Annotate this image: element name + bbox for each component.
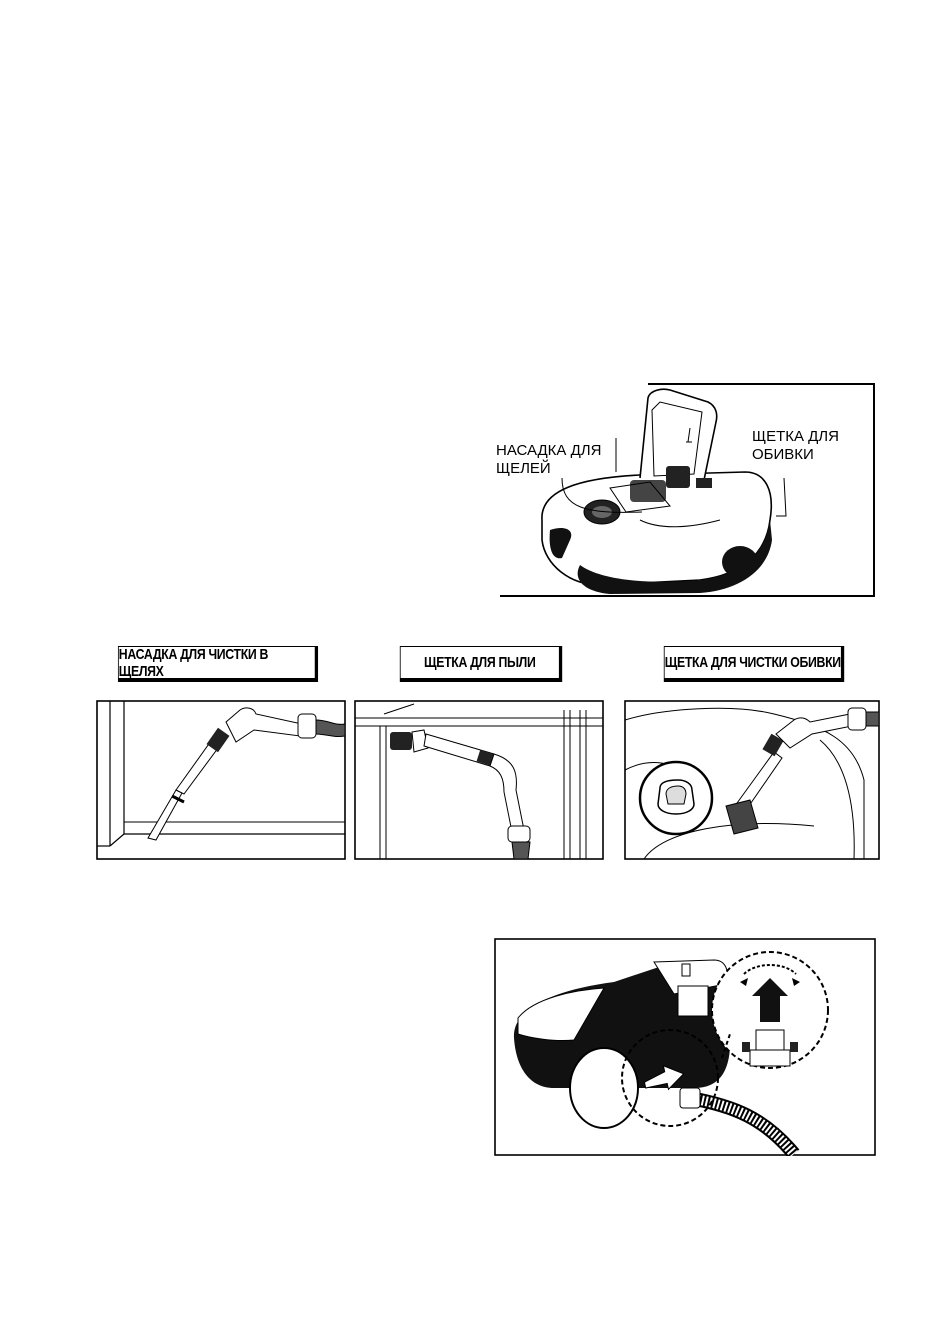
upholstery-brush-panel [624, 700, 880, 860]
dust-brush-panel [354, 700, 604, 860]
crevice-tool-label: НАСАДКА ДЛЯ ЧИСТКИ В ЩЕЛЯХ [118, 646, 318, 682]
crevice-tool-callout-line2: ЩЕЛЕЙ [496, 460, 601, 478]
upholstery-brush-callout: ЩЕТКА ДЛЯ ОБИВКИ [752, 428, 839, 464]
upholstery-brush-label-text: ЩЕТКА ДЛЯ ЧИСТКИ ОБИВКИ [665, 654, 841, 671]
dust-brush-label-text: ЩЕТКА ДЛЯ ПЫЛИ [424, 654, 535, 671]
vacuum-storage-figure [490, 380, 880, 602]
vacuum-storage-illustration [490, 380, 880, 602]
upholstery-brush-callout-line2: ОБИВКИ [752, 446, 839, 464]
hose-connection-illustration [494, 938, 876, 1156]
upholstery-brush-illustration [624, 700, 880, 860]
crevice-tool-panel [96, 700, 346, 860]
hose-connection-figure [494, 938, 876, 1156]
upholstery-brush-callout-line1: ЩЕТКА ДЛЯ [752, 428, 839, 446]
crevice-tool-label-text: НАСАДКА ДЛЯ ЧИСТКИ В ЩЕЛЯХ [119, 646, 315, 680]
crevice-tool-callout-line1: НАСАДКА ДЛЯ [496, 442, 601, 460]
crevice-tool-callout: НАСАДКА ДЛЯ ЩЕЛЕЙ [496, 442, 601, 478]
dust-brush-illustration [354, 700, 604, 860]
crevice-tool-illustration [96, 700, 346, 860]
dust-brush-label: ЩЕТКА ДЛЯ ПЫЛИ [400, 646, 562, 682]
upholstery-brush-label: ЩЕТКА ДЛЯ ЧИСТКИ ОБИВКИ [664, 646, 844, 682]
